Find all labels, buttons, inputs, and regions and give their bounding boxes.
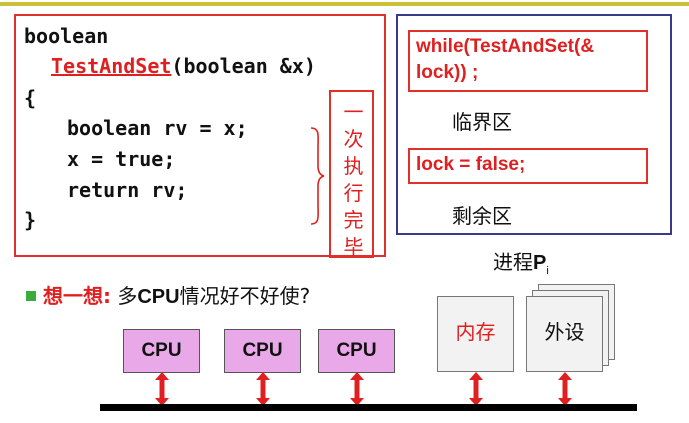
question-text-b: 情况好不好使?: [179, 284, 311, 308]
code-close-brace: }: [24, 208, 37, 232]
code-line-signature: TestAndSet(boolean &x): [51, 54, 316, 78]
note-char: 一: [343, 100, 364, 124]
process-label: 进程Pi: [493, 246, 549, 277]
entry-section-box: while(TestAndSet(& lock)) ;: [408, 30, 648, 92]
function-name: TestAndSet: [51, 54, 172, 78]
exit-section-box: lock = false;: [408, 148, 648, 184]
note-char: 完: [343, 208, 364, 232]
cpu-box: CPU: [318, 329, 395, 373]
atomic-note-box: 一 次 执 行 完 毕: [329, 90, 374, 259]
question-text: 多CPU情况好不好使?: [117, 284, 310, 308]
critical-section-label: 临界区: [452, 110, 512, 134]
bus-arrow-icon: [558, 372, 572, 406]
code-line-rv: boolean rv = x;: [67, 116, 248, 140]
entry-line-2: lock)) ;: [416, 62, 479, 83]
question-lead: 想一想:: [43, 284, 111, 308]
code-line-boolean: boolean: [24, 24, 109, 48]
entry-line-1: while(TestAndSet(&: [416, 36, 595, 57]
note-char: 毕: [343, 235, 364, 259]
note-char: 执: [343, 154, 364, 178]
process-prefix: 进程: [493, 250, 533, 274]
function-params: (boolean &x): [171, 54, 316, 78]
cpu-box: CPU: [224, 329, 301, 373]
exit-line: lock = false;: [416, 154, 526, 175]
question-line: 想一想: 多CPU情况好不好使?: [26, 280, 310, 309]
note-char: 行: [343, 181, 364, 205]
question-cpu: CPU: [137, 286, 180, 308]
code-box: boolean TestAndSet(boolean &x) { boolean…: [14, 14, 386, 259]
question-text-a: 多: [117, 284, 138, 308]
process-p: P: [533, 252, 547, 274]
process-structure-box: while(TestAndSet(& lock)) ; 临界区 lock = f…: [396, 14, 672, 235]
code-line-return: return rv;: [67, 178, 188, 202]
system-bus: [100, 404, 637, 411]
curly-brace: [310, 127, 325, 225]
process-subscript: i: [546, 265, 549, 277]
bus-arrow-icon: [350, 372, 364, 406]
bullet-icon: [26, 291, 36, 301]
code-open-brace: {: [24, 86, 37, 110]
bus-arrow-icon: [256, 372, 270, 406]
bus-arrow-icon: [155, 372, 169, 406]
note-char: 次: [343, 127, 364, 151]
top-divider-line: [0, 2, 689, 6]
device-box: 外设: [526, 296, 603, 372]
remainder-section-label: 剩余区: [452, 204, 512, 228]
memory-box: 内存: [437, 296, 514, 372]
code-line-set-true: x = true;: [67, 147, 176, 171]
bus-arrow-icon: [469, 372, 483, 406]
cpu-box: CPU: [123, 329, 200, 373]
